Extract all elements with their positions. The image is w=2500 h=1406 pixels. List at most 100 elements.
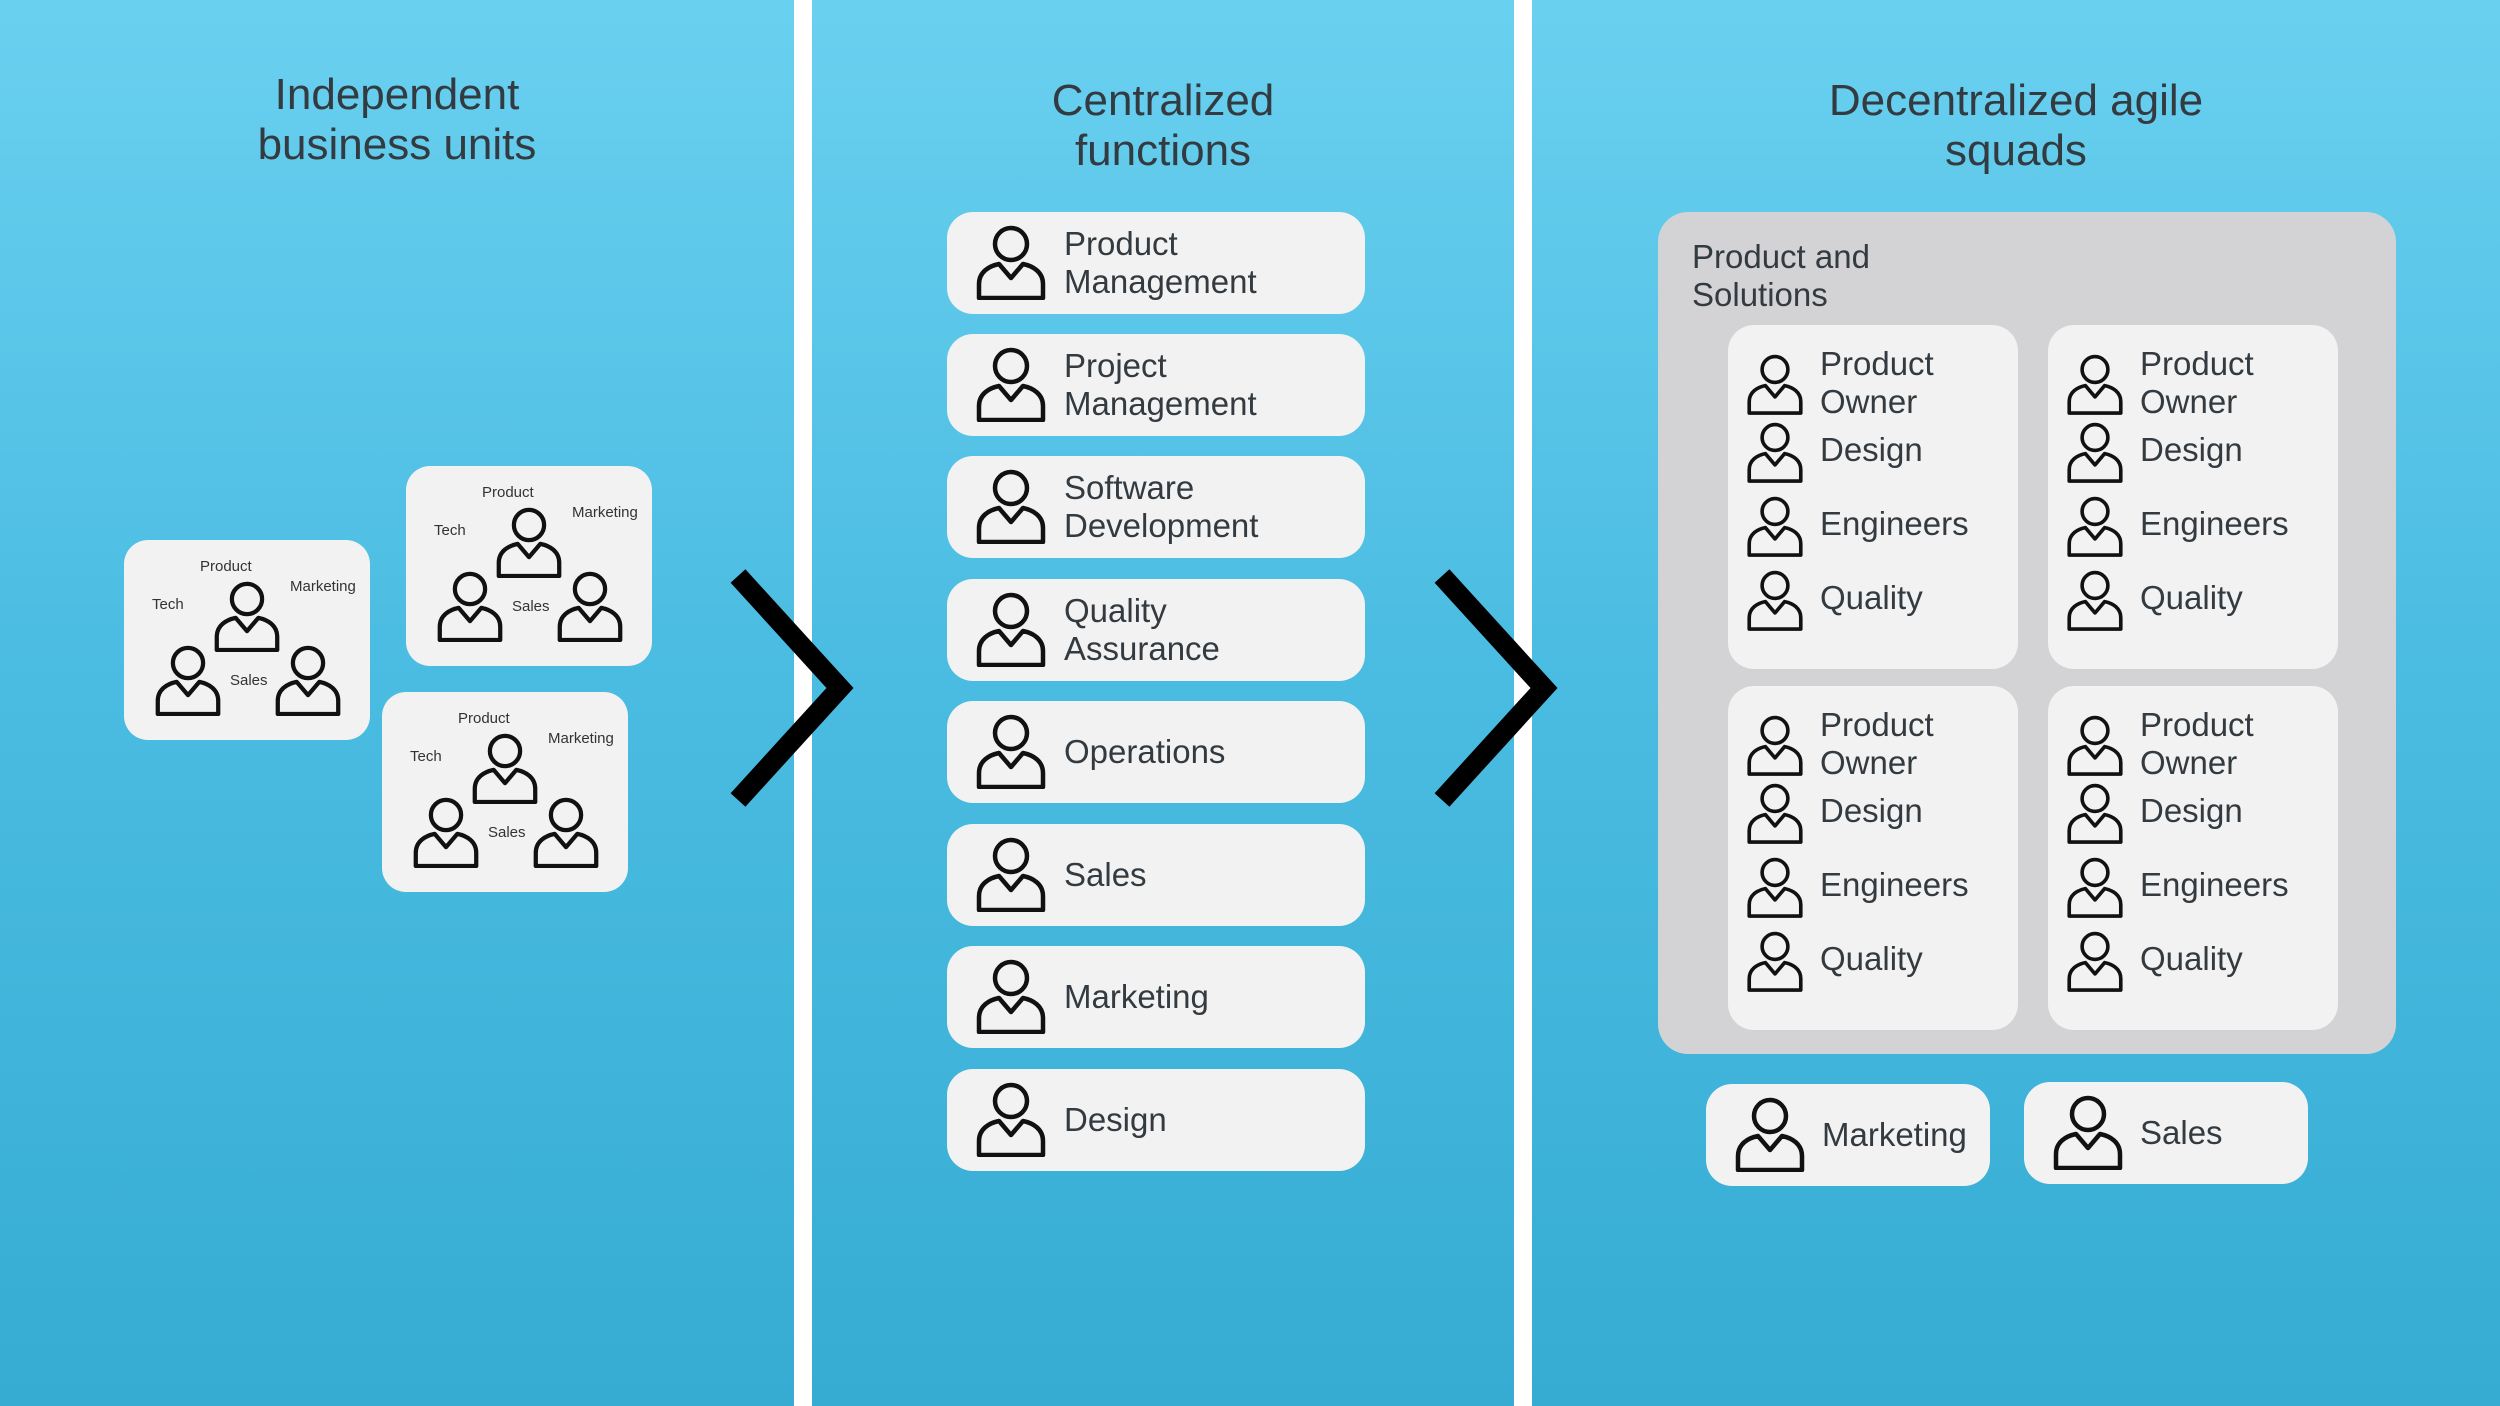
function-label: Sales: [1064, 856, 1147, 893]
function-label: Quality Assurance: [1064, 592, 1220, 667]
role-label: Design: [2140, 431, 2243, 468]
person-icon: [2066, 495, 2124, 557]
squad-card: Product Owner Design Engineers Quality: [2048, 686, 2338, 1030]
squad-card: Product Owner Design Engineers Quality: [2048, 325, 2338, 669]
function-card: Marketing: [947, 946, 1365, 1048]
extra-function-card: Marketing: [1706, 1084, 1990, 1186]
unit-label-marketing: Marketing: [572, 504, 638, 521]
role-label: Product Owner: [1820, 706, 1934, 781]
role-label: Design: [1820, 431, 1923, 468]
person-icon: [975, 591, 1047, 667]
function-card: Project Management: [947, 334, 1365, 436]
chevron-right-icon: [1434, 569, 1558, 807]
person-icon: [975, 713, 1047, 789]
person-icon: [495, 506, 563, 578]
panel-title: Independent business units: [257, 70, 537, 169]
role-label: Quality: [1820, 940, 1923, 977]
role-label: Product Owner: [2140, 706, 2254, 781]
panel-title: Decentralized agile squads: [1828, 76, 2204, 175]
role-label: Quality: [2140, 940, 2243, 977]
product-and-solutions-group: Product and Solutions Product Owner Desi…: [1658, 212, 2396, 1054]
function-card: Design: [947, 1069, 1365, 1171]
person-icon: [2066, 856, 2124, 918]
person-icon: [154, 644, 222, 716]
person-icon: [412, 796, 480, 868]
squad-card: Product Owner Design Engineers Quality: [1728, 325, 2018, 669]
panel-decentralized-agile-squads: Decentralized agile squads Product and S…: [1532, 0, 2500, 1406]
function-label: Software Development: [1064, 469, 1259, 544]
person-icon: [556, 570, 624, 642]
person-icon: [213, 580, 281, 652]
person-icon: [1746, 421, 1804, 483]
panel-independent-business-units: Independent business units Product Tech …: [0, 0, 794, 1406]
person-icon: [2066, 930, 2124, 992]
unit-label-tech: Tech: [434, 522, 466, 539]
unit-label-tech: Tech: [152, 596, 184, 613]
person-icon: [436, 570, 504, 642]
person-icon: [975, 958, 1047, 1034]
unit-label-sales: Sales: [512, 598, 550, 615]
function-card: Software Development: [947, 456, 1365, 558]
function-label: Design: [1064, 1101, 1167, 1138]
function-card: Quality Assurance: [947, 579, 1365, 681]
function-card: Sales: [947, 824, 1365, 926]
person-icon: [1746, 856, 1804, 918]
role-label: Engineers: [1820, 866, 1969, 903]
panel-centralized-functions: Centralized functions Product Management…: [812, 0, 1514, 1406]
unit-label-product: Product: [458, 710, 510, 727]
person-icon: [1746, 569, 1804, 631]
unit-label-product: Product: [200, 558, 252, 575]
person-icon: [2052, 1094, 2124, 1170]
business-unit-card: Product Tech Marketing Sales: [406, 466, 652, 666]
unit-label-product: Product: [482, 484, 534, 501]
chevron-right-icon: [730, 569, 854, 807]
person-icon: [274, 644, 342, 716]
person-icon: [975, 346, 1047, 422]
function-card: Operations: [947, 701, 1365, 803]
extra-function-card: Sales: [2024, 1082, 2308, 1184]
role-label: Product Owner: [2140, 345, 2254, 420]
function-label: Operations: [1064, 733, 1226, 770]
business-unit-card: Product Tech Marketing Sales: [382, 692, 628, 892]
person-icon: [2066, 569, 2124, 631]
function-label: Product Management: [1064, 225, 1257, 300]
extra-function-label: Marketing: [1822, 1116, 1967, 1153]
person-icon: [532, 796, 600, 868]
person-icon: [975, 1081, 1047, 1157]
role-label: Design: [2140, 792, 2243, 829]
extra-function-label: Sales: [2140, 1114, 2223, 1151]
panel-title: Centralized functions: [1051, 76, 1275, 175]
person-icon: [975, 468, 1047, 544]
function-label: Marketing: [1064, 978, 1209, 1015]
role-label: Design: [1820, 792, 1923, 829]
unit-label-sales: Sales: [488, 824, 526, 841]
unit-label-sales: Sales: [230, 672, 268, 689]
person-icon: [1746, 930, 1804, 992]
squad-card: Product Owner Design Engineers Quality: [1728, 686, 2018, 1030]
person-icon: [2066, 421, 2124, 483]
role-label: Engineers: [2140, 866, 2289, 903]
unit-label-marketing: Marketing: [290, 578, 356, 595]
person-icon: [2066, 353, 2124, 415]
role-label: Product Owner: [1820, 345, 1934, 420]
person-icon: [2066, 782, 2124, 844]
person-icon: [1746, 495, 1804, 557]
role-label: Engineers: [2140, 505, 2289, 542]
person-icon: [1734, 1096, 1806, 1172]
group-title: Product and Solutions: [1692, 238, 1870, 313]
unit-label-tech: Tech: [410, 748, 442, 765]
person-icon: [1746, 782, 1804, 844]
function-card: Product Management: [947, 212, 1365, 314]
role-label: Quality: [1820, 579, 1923, 616]
function-label: Project Management: [1064, 347, 1257, 422]
business-unit-card: Product Tech Marketing Sales: [124, 540, 370, 740]
unit-label-marketing: Marketing: [548, 730, 614, 747]
person-icon: [975, 836, 1047, 912]
role-label: Engineers: [1820, 505, 1969, 542]
role-label: Quality: [2140, 579, 2243, 616]
person-icon: [2066, 714, 2124, 776]
person-icon: [471, 732, 539, 804]
person-icon: [1746, 353, 1804, 415]
person-icon: [975, 224, 1047, 300]
person-icon: [1746, 714, 1804, 776]
